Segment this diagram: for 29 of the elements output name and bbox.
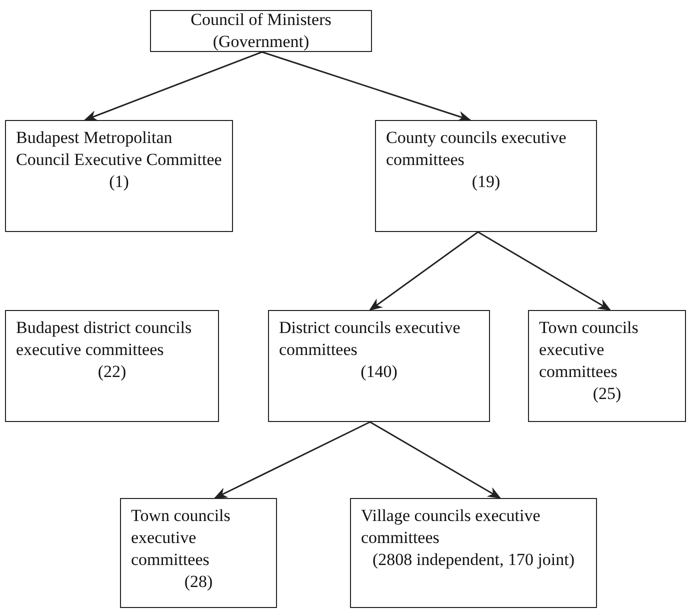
org-box — [268, 310, 490, 422]
unit-name: Council of Ministers (Government) — [190, 9, 332, 53]
unit-count: (2808 independent, 170 joint) — [371, 549, 576, 571]
unit-name: Town councils executive committees — [539, 317, 640, 383]
unit-name: Budapest district councils executive committees — [16, 317, 193, 361]
arrow — [262, 51, 472, 122]
org-box — [150, 10, 372, 52]
org-box — [5, 120, 233, 232]
unit-name: Budapest Metropolitan Council Executive Committee — [16, 127, 222, 171]
unit-name: County councils executive committees — [386, 127, 568, 171]
unit-name: Village councils executive committees — [361, 505, 542, 549]
unit-name: District councils executive committees — [279, 317, 462, 361]
arrow — [214, 421, 370, 499]
unit-name: Town councils executive committees — [131, 505, 232, 571]
unit-count: (25) — [592, 383, 622, 405]
arrow — [370, 421, 502, 499]
unit-count: (28) — [183, 571, 214, 593]
org-box — [350, 498, 597, 608]
unit-count: (22) — [96, 361, 128, 383]
arrow — [368, 231, 478, 311]
org-box — [375, 120, 597, 232]
arrow — [84, 51, 262, 121]
unit-count: (1) — [108, 171, 130, 193]
org-box — [120, 498, 277, 608]
unit-count: (140) — [360, 361, 398, 383]
arrow — [478, 231, 612, 311]
unit-count: (19) — [470, 171, 502, 193]
org-box — [5, 310, 219, 422]
org-box — [528, 310, 686, 422]
